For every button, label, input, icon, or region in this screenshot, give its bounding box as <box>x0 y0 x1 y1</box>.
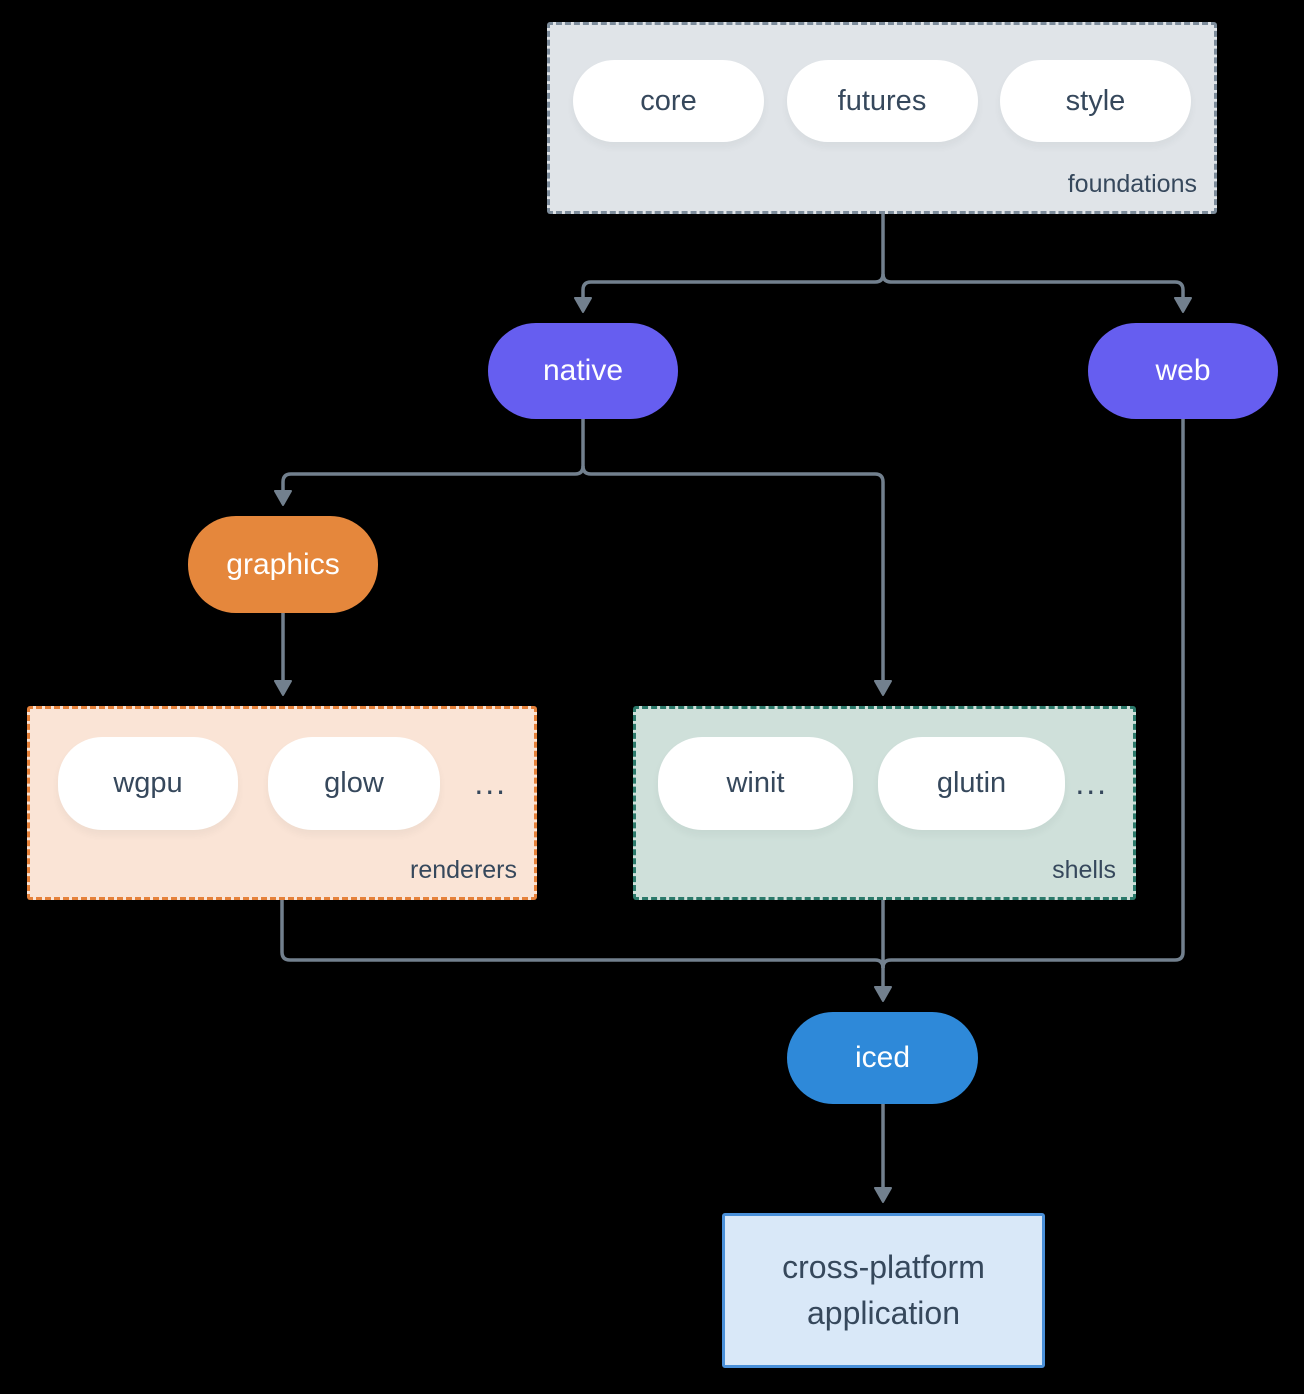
pill-wgpu-label: wgpu <box>113 767 183 799</box>
node-web: web <box>1088 323 1278 419</box>
shells-pill-row: winit glutin ... <box>636 709 1133 830</box>
edge-native-shells <box>581 465 892 696</box>
pill-wgpu: wgpu <box>58 737 238 830</box>
renderers-group: wgpu glow ... renderers <box>27 706 537 900</box>
pill-style-label: style <box>1065 84 1126 117</box>
pill-core-label: core <box>640 84 697 117</box>
pill-winit-label: winit <box>726 767 785 799</box>
cross-platform-application-box: cross-platform application <box>722 1213 1045 1368</box>
edge-foundations-web <box>881 273 1192 313</box>
foundations-group: core futures style foundations <box>547 22 1217 214</box>
node-web-label: web <box>1155 354 1211 387</box>
app-label-line2: application <box>807 1294 960 1331</box>
edge-foundations-native <box>574 273 885 313</box>
edge-native-graphics <box>274 465 585 506</box>
pill-glutin-label: glutin <box>936 767 1007 799</box>
pill-glutin: glutin <box>878 737 1065 830</box>
shells-ellipsis: ... <box>1075 765 1108 801</box>
pill-glow: glow <box>268 737 440 830</box>
shells-group-label: shells <box>1052 856 1116 884</box>
node-native: native <box>488 323 678 419</box>
edge-renderers-merge <box>280 900 885 969</box>
shells-group: winit glutin ... shells <box>633 706 1136 900</box>
pill-futures: futures <box>786 60 978 142</box>
node-iced: iced <box>787 1012 978 1104</box>
app-label-line1: cross-platform <box>782 1248 985 1285</box>
node-iced-label: iced <box>854 1041 911 1074</box>
pill-futures-label: futures <box>837 84 927 117</box>
renderers-pill-row: wgpu glow ... <box>30 709 534 830</box>
pill-style: style <box>1000 60 1191 142</box>
pill-glow-label: glow <box>324 767 384 799</box>
node-graphics: graphics <box>188 516 378 613</box>
node-graphics-label: graphics <box>226 547 340 581</box>
foundations-pill-row: core futures style <box>550 25 1214 142</box>
pill-winit: winit <box>658 737 853 830</box>
renderers-group-label: renderers <box>410 856 517 884</box>
pill-core: core <box>573 60 764 142</box>
node-native-label: native <box>542 354 624 387</box>
foundations-group-label: foundations <box>1067 170 1197 198</box>
renderers-ellipsis: ... <box>474 765 507 801</box>
